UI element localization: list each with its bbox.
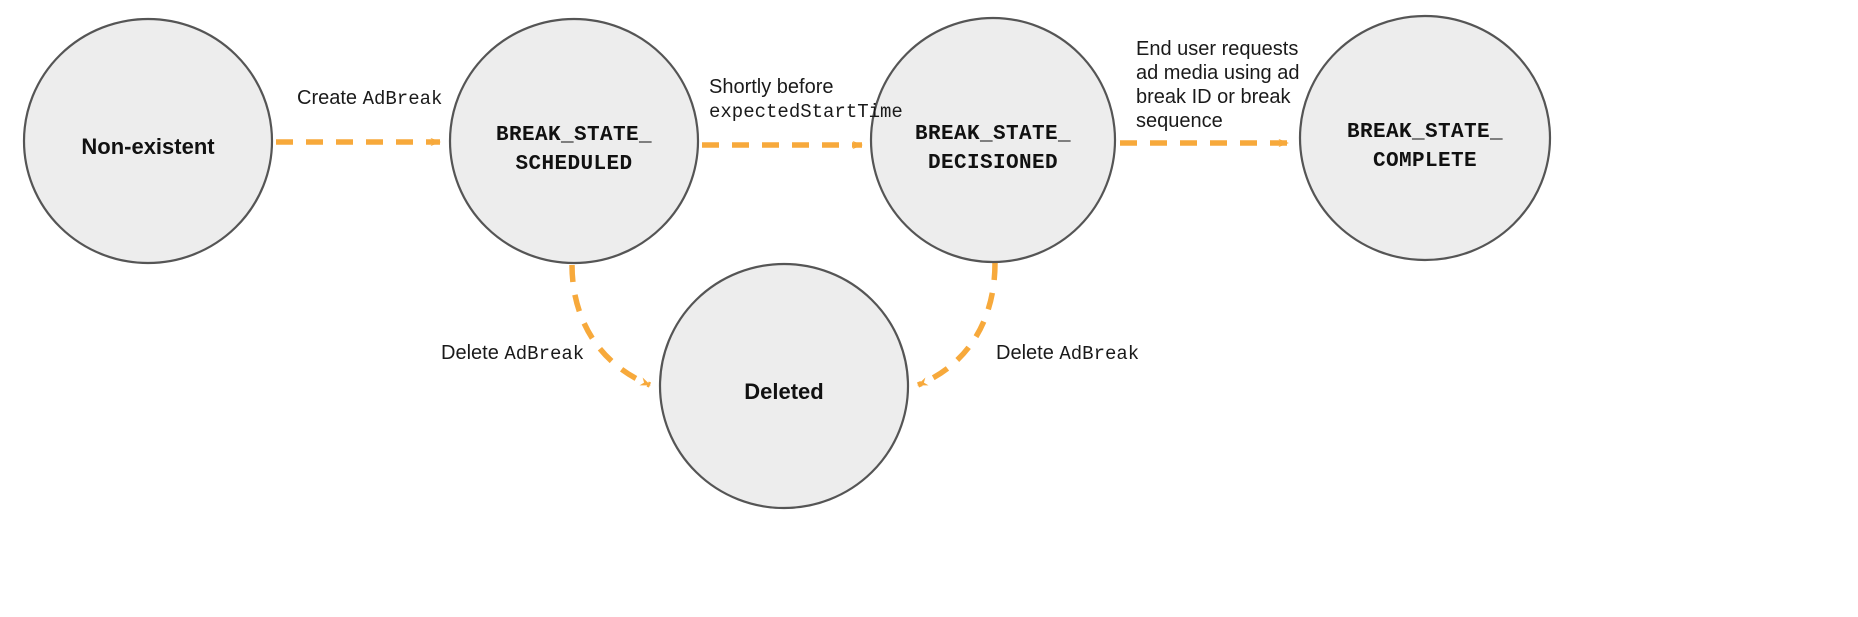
edge-label-delete-from-decisioned: Delete AdBreak <box>996 342 1139 365</box>
node-shape-non-existent <box>22 17 274 265</box>
edge-line-delete-from-decisioned <box>916 262 998 388</box>
edge-label-create-adbreak: Create AdBreak <box>297 87 442 110</box>
edge-label-delete-from-scheduled-part1: AdBreak <box>504 343 584 365</box>
edge-label-create-adbreak-part0: Create <box>297 87 363 109</box>
svg-text:Create AdBreak: Create AdBreak <box>297 87 442 110</box>
node-label-deleted: Deleted <box>744 379 823 404</box>
edge-line-delete-from-scheduled <box>569 264 652 388</box>
edge-label-end-user-requests-line2: ad media using ad <box>1136 62 1299 84</box>
edge-delete-from-scheduled[interactable] <box>569 264 652 388</box>
edge-label-delete-from-scheduled: Delete AdBreak <box>441 342 584 365</box>
svg-text:Delete AdBreak: Delete AdBreak <box>441 342 584 365</box>
edge-label-end-user-requests-line3: break ID or break <box>1136 86 1292 108</box>
node-label-break-state-decisioned-line2: DECISIONED <box>928 152 1058 175</box>
edge-label-shortly-before-line2: expectedStartTime <box>709 101 903 123</box>
node-label-break-state-scheduled-line2: SCHEDULED <box>515 153 632 176</box>
nodes-layer: Non-existent BREAK_STATE_ SCHEDULED BREA… <box>22 14 1552 510</box>
edge-label-shortly-before-line1: Shortly before <box>709 76 834 98</box>
node-break-state-decisioned[interactable]: BREAK_STATE_ DECISIONED <box>869 16 1117 264</box>
svg-text:Delete AdBreak: Delete AdBreak <box>996 342 1139 365</box>
node-shape-break-state-complete <box>1298 14 1552 262</box>
edge-label-delete-from-decisioned-part0: Delete <box>996 342 1059 364</box>
node-label-break-state-decisioned-line1: BREAK_STATE_ <box>915 123 1071 146</box>
edge-label-delete-from-scheduled-part0: Delete <box>441 342 504 364</box>
node-break-state-scheduled[interactable]: BREAK_STATE_ SCHEDULED <box>448 17 700 265</box>
node-non-existent[interactable]: Non-existent <box>22 17 274 265</box>
node-label-break-state-complete-line2: COMPLETE <box>1373 150 1477 173</box>
edge-label-end-user-requests-line4: sequence <box>1136 110 1223 132</box>
edge-label-delete-from-decisioned-part1: AdBreak <box>1059 343 1139 365</box>
node-label-break-state-complete-line1: BREAK_STATE_ <box>1347 121 1503 144</box>
edge-label-end-user-requests-line1: End user requests <box>1136 38 1298 60</box>
node-deleted[interactable]: Deleted <box>658 262 910 510</box>
node-shape-deleted <box>658 262 910 510</box>
edge-delete-from-decisioned[interactable] <box>916 262 998 388</box>
edge-label-end-user-requests: End user requests ad media using ad brea… <box>1136 38 1299 132</box>
node-break-state-complete[interactable]: BREAK_STATE_ COMPLETE <box>1298 14 1552 262</box>
node-shape-break-state-decisioned <box>869 16 1117 264</box>
edge-label-create-adbreak-part1: AdBreak <box>363 88 443 110</box>
edge-label-shortly-before: Shortly before expectedStartTime <box>709 76 903 123</box>
edge-labels-layer: Create AdBreak Shortly before expectedSt… <box>297 38 1299 365</box>
node-label-non-existent: Non-existent <box>81 134 215 159</box>
edges-layer <box>276 137 1289 388</box>
node-shape-break-state-scheduled <box>448 17 700 265</box>
node-label-break-state-scheduled-line1: BREAK_STATE_ <box>496 124 652 147</box>
